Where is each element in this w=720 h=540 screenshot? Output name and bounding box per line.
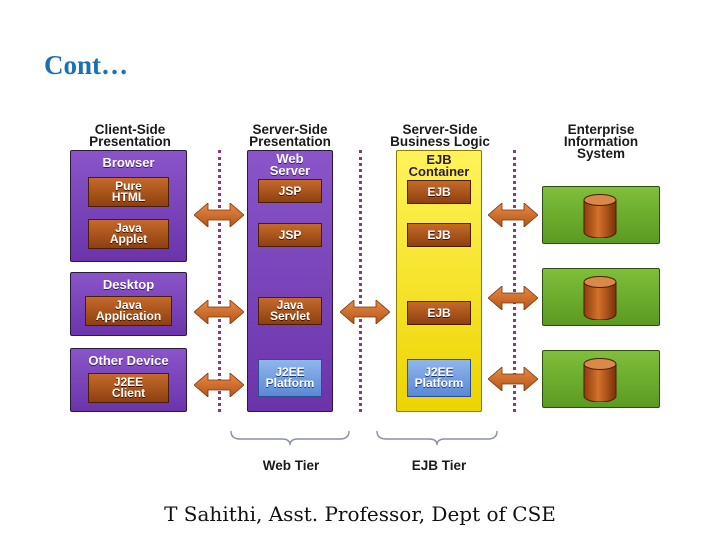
double-arrow-icon [194, 300, 244, 324]
database-icon [583, 276, 617, 320]
ejb-tier-brace [376, 430, 498, 446]
double-arrow-icon [194, 203, 244, 227]
ejb-box-3: EJB [407, 301, 471, 325]
column-heading-eis: Enterprise Information System [563, 122, 639, 161]
eis-panel-2 [542, 268, 660, 326]
slide-footer: T Sahithi, Asst. Professor, Dept of CSE [164, 502, 556, 526]
web-server-title: Web Server [269, 151, 311, 178]
eis-panel-3 [542, 350, 660, 408]
double-arrow-icon [488, 203, 538, 227]
desktop-panel: Desktop Java Application [70, 272, 187, 336]
desktop-title: Desktop [102, 277, 155, 292]
java-application-box: Java Application [85, 296, 172, 326]
column-heading-server-presentation: Server-Side Presentation [249, 122, 331, 149]
slide-title: Cont… [44, 50, 129, 80]
java-applet-box: Java Applet [88, 219, 169, 249]
database-icon [583, 358, 617, 402]
eis-panel-1 [542, 186, 660, 244]
double-arrow-icon [194, 373, 244, 397]
ejb-box-1: EJB [407, 180, 471, 204]
column-heading-client: Client-Side Presentation [89, 122, 171, 149]
ejb-j2ee-platform-box: J2EE Platform [407, 359, 471, 397]
browser-title: Browser [102, 155, 155, 170]
jsp-box-2: JSP [258, 223, 322, 247]
ejb-box-2: EJB [407, 223, 471, 247]
divider-2 [359, 150, 362, 412]
j2ee-client-box: J2EE Client [88, 373, 169, 403]
database-icon [583, 194, 617, 238]
ejb-tier-label: EJB Tier [411, 458, 467, 473]
other-device-title: Other Device [88, 353, 169, 368]
web-server-panel: Web Server JSP JSP Java Servlet J2EE Pla… [247, 150, 333, 412]
web-tier-label: Web Tier [262, 458, 320, 473]
web-j2ee-platform-box: J2EE Platform [258, 359, 322, 397]
double-arrow-icon [340, 300, 390, 324]
double-arrow-icon [488, 367, 538, 391]
ejb-container-panel: EJB Container EJB EJB EJB J2EE Platform [396, 150, 482, 412]
divider-1 [218, 150, 221, 412]
column-heading-business-logic: Server-Side Business Logic [390, 122, 490, 149]
jsp-box-1: JSP [258, 179, 322, 203]
ejb-container-title: EJB Container [408, 152, 470, 179]
other-device-panel: Other Device J2EE Client [70, 348, 187, 412]
pure-html-box: Pure HTML [88, 177, 169, 207]
double-arrow-icon [488, 286, 538, 310]
divider-3 [513, 150, 516, 412]
web-tier-brace [230, 430, 350, 446]
browser-panel: Browser Pure HTML Java Applet [70, 150, 187, 262]
java-servlet-box: Java Servlet [258, 297, 322, 325]
